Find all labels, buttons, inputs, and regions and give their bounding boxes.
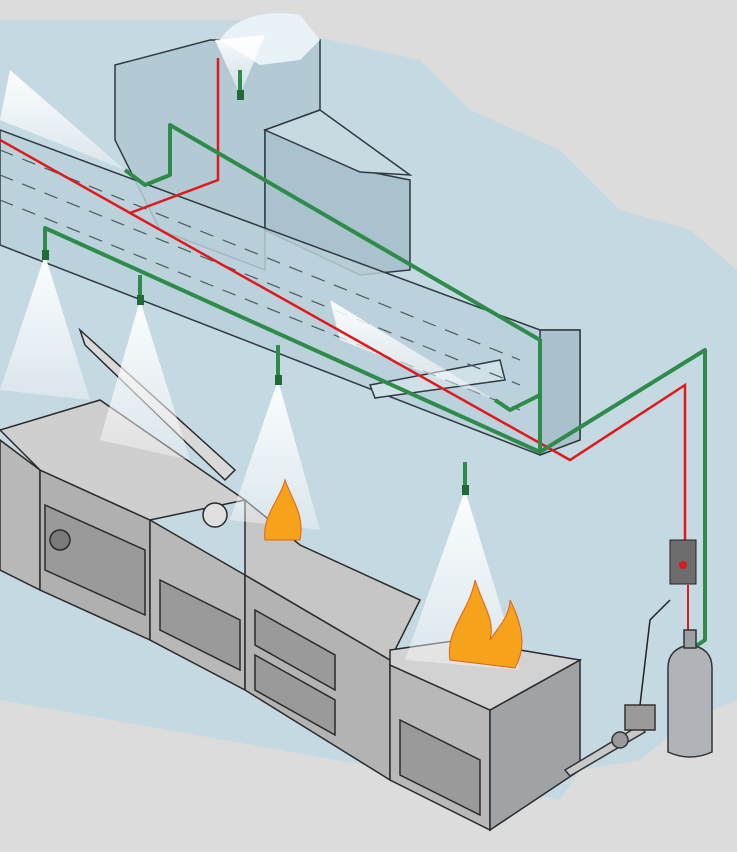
flames — [264, 478, 523, 669]
manual-release-box — [669, 539, 697, 585]
nozzle-icon — [275, 375, 282, 385]
nozzle-icon — [42, 250, 49, 260]
spray-cone — [100, 300, 190, 460]
nozzle-icon — [137, 295, 144, 305]
nozzle-icon — [237, 90, 244, 100]
spray-cone — [330, 300, 495, 400]
flame-icon — [448, 579, 523, 669]
cooking-line — [0, 327, 583, 832]
spray-cone — [0, 70, 125, 170]
spray-cone — [0, 255, 90, 400]
supply-valve — [563, 599, 671, 777]
agent-distribution-pipe — [43, 70, 707, 652]
detection-line — [0, 138, 687, 545]
flame-icon — [264, 478, 302, 541]
nozzles — [42, 90, 469, 495]
spray-cone — [215, 35, 265, 95]
detection-line-branch — [129, 58, 220, 215]
agent-cylinder — [667, 629, 713, 758]
nozzle-icon — [462, 485, 469, 495]
spray-cone — [230, 380, 320, 530]
